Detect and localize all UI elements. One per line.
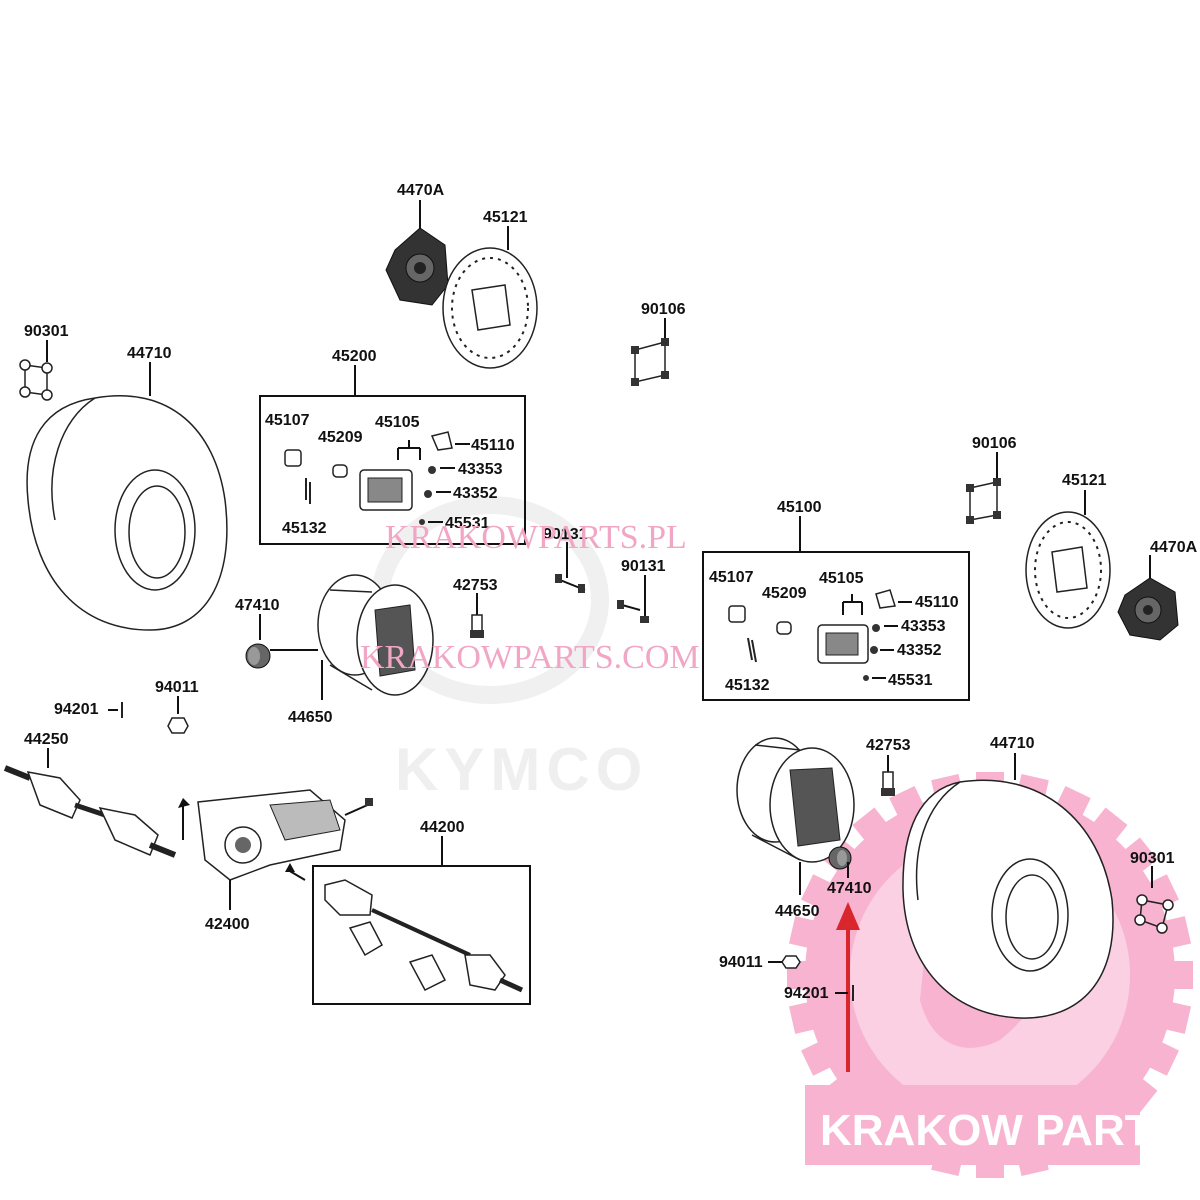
- label-45531-b: 45531: [888, 672, 933, 689]
- hub-4470A-right: [1117, 555, 1179, 641]
- nuts-90301-right: [1134, 866, 1174, 934]
- label-94201-right: 94201: [784, 985, 829, 1002]
- rim-44650-right: [736, 737, 855, 895]
- label-4470A-top: 4470A: [397, 182, 445, 199]
- label-47410-right: 47410: [827, 880, 872, 897]
- watermark-url-com: KRAKOWPARTS.COM: [360, 639, 700, 676]
- hub-4470A-top: [385, 200, 449, 306]
- bolts-90106-right: [966, 452, 1001, 524]
- label-42753-right: 42753: [866, 737, 911, 754]
- label-44250: 44250: [24, 731, 69, 748]
- bolts-90131: [555, 542, 649, 623]
- gear-tooth: [1139, 1037, 1179, 1076]
- drive-shaft-44250: [3, 748, 177, 858]
- brake-disc-45121-right: [1025, 490, 1111, 629]
- label-42753-top: 42753: [453, 577, 498, 594]
- brake-disc-45121-top: [442, 226, 538, 369]
- label-43352-a: 43352: [453, 485, 498, 502]
- label-90301-left: 90301: [24, 323, 69, 340]
- nuts-90301-left: [19, 340, 53, 401]
- label-43352-b: 43352: [897, 642, 942, 659]
- label-45132-b: 45132: [725, 677, 770, 694]
- label-44650-right: 44650: [775, 903, 820, 920]
- gear-tooth: [788, 999, 825, 1034]
- label-45107-b: 45107: [709, 569, 754, 586]
- pin-94201-right: [835, 985, 854, 1001]
- shaft-kit-44200-box: [312, 836, 531, 1005]
- label-4470A-right: 4470A: [1150, 539, 1198, 556]
- label-45132-a: 45132: [282, 520, 327, 537]
- gear-tooth: [1086, 807, 1128, 849]
- label-90106-right: 90106: [972, 435, 1017, 452]
- bolts-90106-top: [631, 318, 669, 386]
- label-94011-left: 94011: [155, 679, 199, 696]
- label-45200: 45200: [332, 348, 377, 365]
- label-45107-a: 45107: [265, 412, 310, 429]
- label-44710-right: 44710: [990, 735, 1035, 752]
- gear-tooth: [788, 916, 825, 951]
- gear-tooth: [1116, 837, 1158, 879]
- label-90131-b: 90131: [621, 558, 666, 575]
- gear-tooth: [1163, 961, 1193, 989]
- valve-42753-right: [881, 755, 895, 796]
- gear-tooth: [801, 1037, 841, 1076]
- background-logo-watermark: KYMCO: [371, 496, 648, 803]
- label-44710-left: 44710: [127, 345, 172, 362]
- pin-94201-left: [108, 702, 123, 718]
- valve-42753-top: [470, 593, 484, 638]
- label-45209-a: 45209: [318, 429, 363, 446]
- caliper-kit-45200-box: [259, 365, 526, 545]
- cap-47410-left: [245, 614, 271, 669]
- kymco-watermark: KYMCO: [395, 736, 648, 803]
- label-45121-right: 45121: [1062, 472, 1107, 489]
- gear-tooth: [1155, 999, 1192, 1034]
- label-90106-top: 90106: [641, 301, 686, 318]
- tire-44710-right: [902, 753, 1114, 1019]
- label-47410-left: 47410: [235, 597, 280, 614]
- caliper-kit-45100-box: [702, 516, 970, 701]
- label-45110-a: 45110: [471, 437, 515, 454]
- rim-44650-left: [270, 574, 434, 700]
- gear-tooth: [801, 874, 841, 913]
- highlight-arrow: [836, 902, 860, 1072]
- cap-47410-right: [828, 846, 852, 878]
- label-45121-top: 45121: [483, 209, 528, 226]
- badge-text: KRAKOW PARTS: [820, 1106, 1181, 1155]
- label-45531-a: 45531: [445, 515, 490, 532]
- nut-94011-right: [768, 955, 801, 969]
- label-45105-b: 45105: [819, 570, 864, 587]
- tire-44710-left: [26, 362, 228, 631]
- label-43353-a: 43353: [458, 461, 503, 478]
- label-90131-a: 90131: [543, 526, 588, 543]
- label-94201-left: 94201: [54, 701, 99, 718]
- label-44200: 44200: [420, 819, 465, 836]
- label-90301-right: 90301: [1130, 850, 1175, 867]
- label-45100: 45100: [777, 499, 822, 516]
- label-45105-a: 45105: [375, 414, 420, 431]
- label-44650-left: 44650: [288, 709, 333, 726]
- label-42400: 42400: [205, 916, 250, 933]
- label-43353-b: 43353: [901, 618, 946, 635]
- label-45110-b: 45110: [915, 594, 959, 611]
- label-45209-b: 45209: [762, 585, 807, 602]
- differential-42400: [178, 789, 373, 910]
- watermark-url-pl: KRAKOWPARTS.PL: [385, 519, 687, 556]
- gear-tooth: [852, 807, 894, 849]
- label-94011-right: 94011: [719, 954, 763, 971]
- nut-94011-left: [167, 696, 189, 734]
